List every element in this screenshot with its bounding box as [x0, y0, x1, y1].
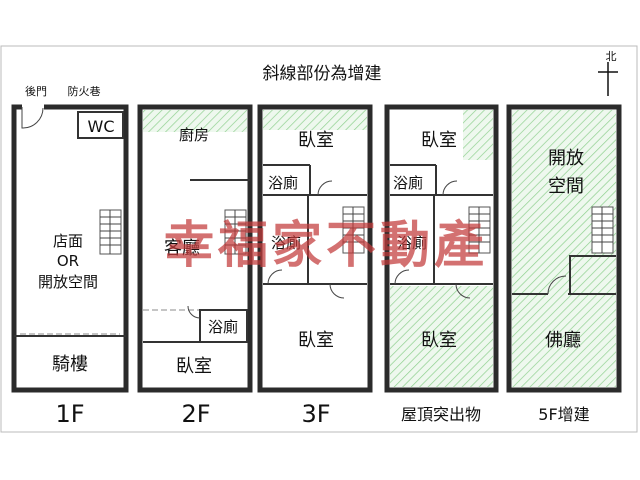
- north-label: 北: [606, 50, 617, 63]
- bedroom-bottom-label: 臥室: [421, 330, 457, 351]
- bedroom-label: 臥室: [176, 356, 212, 377]
- bath-upper-label: 浴廁: [268, 174, 298, 192]
- floor-label-3f: 3F: [301, 400, 330, 428]
- living-label: 客廳: [164, 238, 200, 259]
- bedroom-bottom-label: 臥室: [298, 330, 334, 351]
- floor-5f: 開放 空間 佛廳 5F增建: [506, 104, 622, 424]
- bath-lower-label: 浴廁: [271, 234, 301, 252]
- bath-label: 浴廁: [208, 318, 238, 336]
- floor-label-2f: 2F: [181, 400, 210, 428]
- north-arrow-icon: [598, 62, 618, 96]
- bath-lower-label: 浴廁: [397, 234, 427, 252]
- stairs-icon: [468, 206, 491, 254]
- floor-1f: 後門 防火巷 WC 店面 OR 開放空間 騎樓 1F: [11, 84, 129, 428]
- hatched-extension: [390, 286, 493, 387]
- kitchen-label: 廚房: [179, 126, 209, 144]
- bath-upper-label: 浴廁: [393, 174, 423, 192]
- store-label-line3: 開放空間: [38, 273, 98, 291]
- stairs-icon: [591, 206, 614, 254]
- image-frame: [0, 45, 638, 433]
- arcade-label: 騎樓: [52, 354, 88, 375]
- bedroom-top-label: 臥室: [421, 130, 457, 151]
- back-door-label: 後門: [25, 84, 47, 98]
- floor-3f: 臥室 浴廁 浴廁 臥室 3F: [257, 104, 373, 428]
- bedroom-top-label: 臥室: [298, 130, 334, 151]
- stairs-icon: [99, 209, 122, 255]
- hatched-extension: [463, 110, 493, 160]
- open-space-label-line2: 空間: [548, 176, 584, 197]
- buddha-hall-label: 佛廳: [545, 330, 581, 351]
- store-label-line1: 店面: [53, 232, 83, 250]
- floor-roof: 臥室 浴廁 浴廁 臥室 屋頂突出物: [384, 104, 499, 424]
- store-label-line2: OR: [57, 252, 79, 270]
- wc-label: WC: [88, 117, 115, 136]
- fire-lane-label: 防火巷: [68, 84, 101, 98]
- plan-title: 斜線部份為增建: [263, 64, 382, 84]
- hatched-extension: [263, 110, 367, 130]
- hatched-extension: [143, 110, 247, 132]
- floor-label-1f: 1F: [55, 400, 84, 428]
- watermark: 幸福家不動產: [164, 216, 488, 274]
- floor-2f: 廚房 客廳 浴廁 臥室 2F: [137, 104, 253, 428]
- stairs-icon: [224, 209, 247, 255]
- open-space-label-line1: 開放: [548, 148, 584, 169]
- stairs-icon: [342, 206, 365, 254]
- floor-label-roof: 屋頂突出物: [401, 405, 481, 424]
- floor-label-5f: 5F增建: [538, 405, 589, 424]
